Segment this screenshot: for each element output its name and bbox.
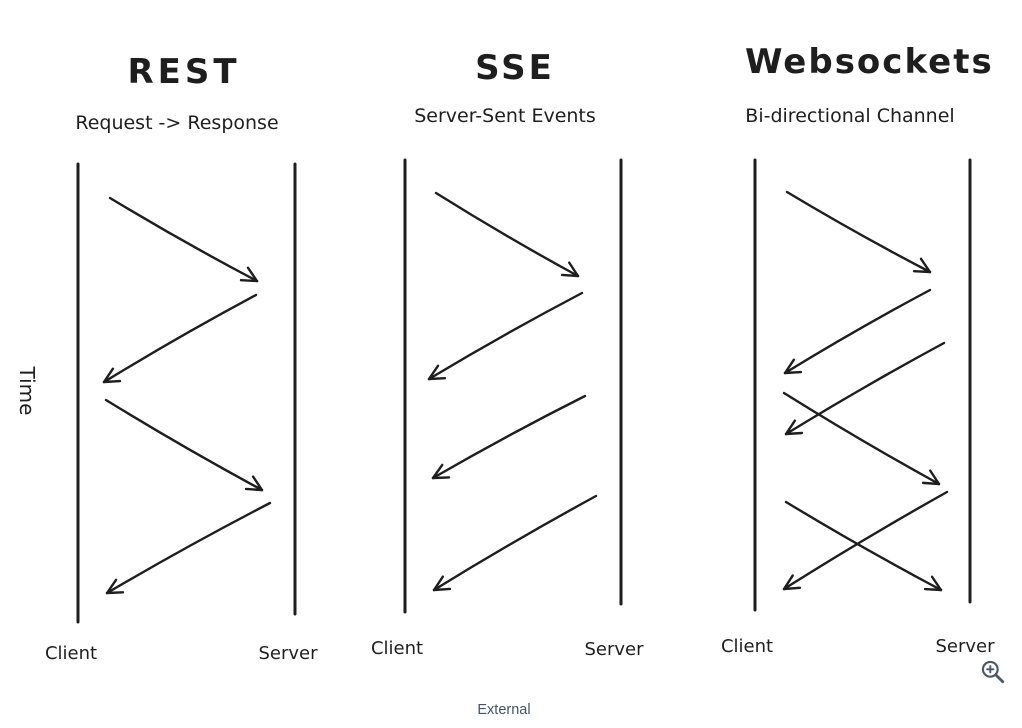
sse-message-arrowhead (568, 261, 580, 278)
rest-message-arrowhead (239, 278, 259, 283)
websockets-message-arrowhead (783, 370, 803, 375)
panel-subtitle-websockets: Bi-directional Channel (745, 105, 955, 127)
websockets-message-arrowhead (782, 574, 794, 591)
websockets-message-arrow-shaft (785, 190, 932, 274)
sse-message-arrow-shaft (432, 494, 598, 592)
rest-message-arrow-shaft (102, 293, 258, 384)
websockets-message-arrowhead (783, 358, 796, 375)
panel-title-websockets: Websockets (745, 42, 994, 82)
websockets-message-arrowhead (923, 587, 943, 592)
sse-client-label: Client (370, 638, 424, 659)
sse-message-arrowhead (431, 476, 451, 480)
websockets-server-label: Server (935, 636, 995, 657)
websockets-client-label: Client (720, 636, 774, 657)
websockets-message-arrowhead (921, 481, 941, 486)
websockets-message-arrowhead (930, 575, 943, 592)
websockets-message-arrowhead (919, 257, 932, 274)
sse-message-arrowhead (432, 587, 452, 592)
rest-server-label: Server (258, 643, 318, 664)
footer-external-label: External (477, 702, 531, 718)
rest-message-arrowhead (244, 487, 264, 492)
sse-message-arrowhead (427, 376, 447, 381)
panel-title-sse: SSE (475, 48, 555, 88)
sse-message-arrowhead (427, 364, 440, 381)
rest-message-arrowhead (102, 379, 122, 384)
websockets-message-arrowhead (782, 586, 802, 591)
websockets-message-arrow-shaft (783, 288, 932, 375)
panel-title-rest: REST (127, 52, 241, 92)
sse-server-label: Server (584, 639, 644, 660)
sse-message-arrow-shaft (427, 291, 584, 381)
rest-message-arrow-shaft (104, 398, 264, 492)
panel-subtitle-rest: Request -> Response (75, 112, 279, 134)
sse-message-arrow-shaft (434, 191, 580, 278)
websockets-message-arrowhead (784, 431, 804, 436)
websockets-message-arrow-shaft (784, 500, 943, 592)
rest-message-arrowhead (251, 475, 264, 492)
websockets-message-arrow-shaft (782, 391, 941, 486)
rest-message-arrow-shaft (108, 196, 259, 283)
websockets-message-arrowhead (912, 269, 932, 274)
sse-message-arrowhead (432, 575, 445, 592)
zoom-in-icon[interactable] (980, 659, 1006, 685)
rest-message-arrow-shaft (105, 501, 272, 595)
websockets-message-arrowhead (929, 469, 941, 486)
sse-message-arrow-shaft (431, 394, 587, 480)
rest-message-arrowhead (102, 367, 115, 384)
rest-client-label: Client (44, 643, 98, 664)
sse-message-arrowhead (431, 463, 444, 480)
rest-message-arrowhead (246, 266, 259, 283)
websockets-message-arrow-shaft (784, 341, 946, 436)
websockets-message-arrow-shaft (782, 490, 949, 591)
sse-message-arrowhead (560, 273, 580, 278)
rest-message-arrowhead (105, 578, 118, 595)
rest-message-arrowhead (105, 591, 125, 595)
time-axis-label: Time (15, 366, 39, 416)
panel-subtitle-sse: Server-Sent Events (414, 105, 596, 127)
websockets-message-arrowhead (784, 419, 797, 436)
